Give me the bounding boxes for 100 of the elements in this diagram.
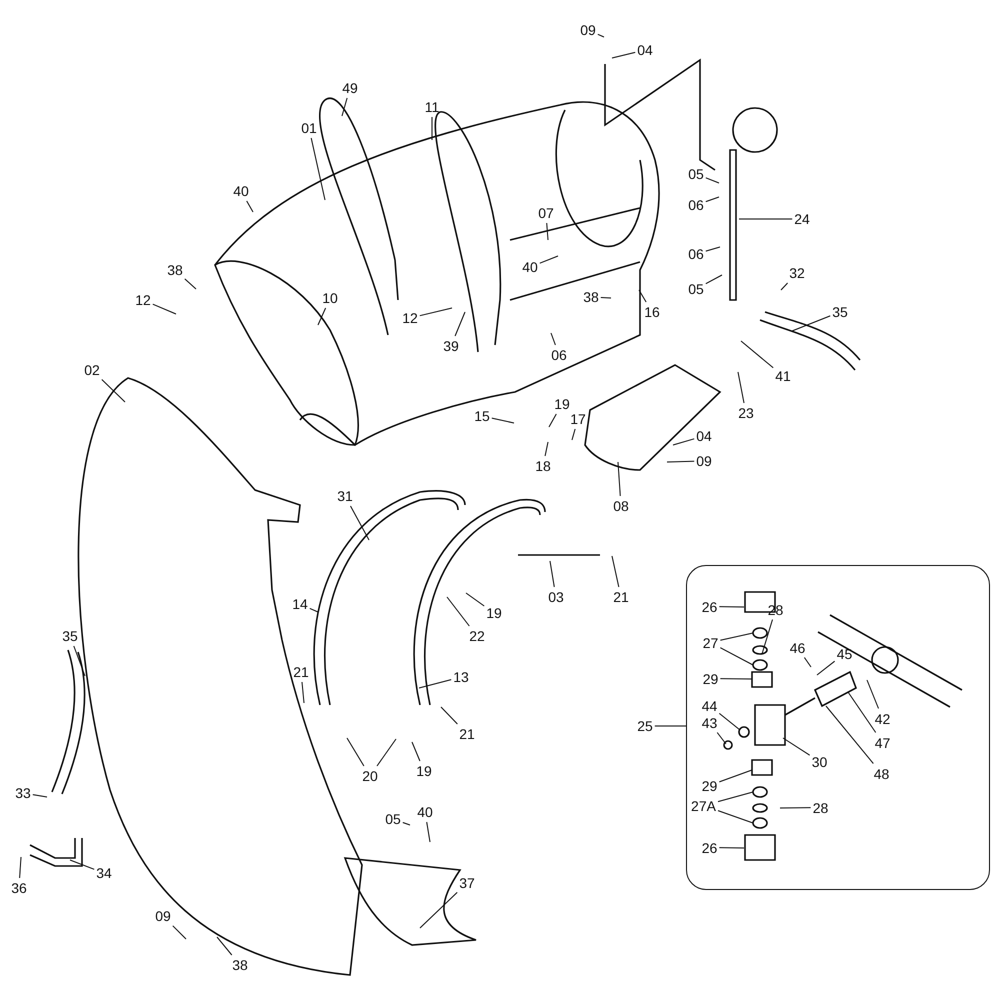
callout-number: 02 — [84, 362, 100, 378]
callout-number: 40 — [233, 183, 249, 199]
leader-line — [216, 936, 232, 956]
callout-number: 20 — [362, 768, 378, 784]
callout-number: 37 — [459, 875, 475, 891]
callout-number: 42 — [874, 710, 890, 726]
leader-line — [426, 822, 430, 842]
leader-line — [718, 770, 752, 782]
callout-number: 18 — [535, 458, 551, 474]
leader-line — [705, 177, 720, 184]
leader-line — [318, 308, 326, 326]
callout-number: 03 — [548, 589, 564, 605]
leader-line — [419, 308, 452, 316]
callout-number: 15 — [474, 408, 490, 424]
leader-line — [491, 418, 514, 424]
callout-number: 09 — [580, 22, 596, 38]
leader-line — [550, 332, 556, 346]
callout-number: 35 — [832, 304, 848, 320]
callout-number: 12 — [402, 310, 418, 326]
leader-line — [720, 678, 752, 680]
callout-number: 07 — [538, 205, 554, 221]
leader-line — [546, 222, 548, 240]
callout-number: 21 — [613, 589, 629, 605]
leader-line — [738, 218, 793, 220]
callout-number: 26 — [702, 598, 718, 614]
leader-line — [572, 428, 576, 440]
leader-line — [720, 647, 754, 666]
leader-line — [446, 596, 470, 626]
callout-number: 48 — [874, 766, 890, 782]
callout-number: 45 — [836, 646, 852, 662]
leader-line — [73, 646, 86, 676]
callout-number: 09 — [155, 908, 171, 924]
leader-line — [718, 606, 744, 608]
leader-line — [19, 856, 22, 878]
leader-line — [539, 256, 558, 264]
callout-number: 40 — [417, 804, 433, 820]
leader-line — [466, 592, 485, 606]
callout-number: 19 — [554, 396, 570, 412]
leader-line — [720, 632, 754, 641]
leader-line — [638, 290, 647, 302]
leader-line — [544, 442, 548, 456]
callout-number: 36 — [11, 880, 27, 896]
leader-line — [612, 52, 636, 58]
callout-number: 43 — [702, 714, 718, 730]
callout-number: 27A — [691, 798, 716, 814]
leader-line — [32, 794, 48, 798]
leader-line — [738, 372, 744, 404]
leader-line — [346, 738, 364, 766]
leader-line — [718, 712, 740, 730]
callout-number: 22 — [469, 628, 485, 644]
leader-line — [826, 706, 874, 764]
leader-line — [705, 196, 720, 202]
callout-number: 24 — [794, 211, 810, 227]
leader-line — [440, 706, 458, 724]
callout-number: 40 — [522, 259, 538, 275]
callout-number: 06 — [688, 197, 704, 213]
leader-line — [666, 460, 695, 462]
callout-number: 13 — [453, 669, 469, 685]
callout-number: 49 — [342, 80, 358, 96]
leader-line — [310, 138, 326, 200]
leader-line — [718, 810, 754, 824]
callout-number: 12 — [135, 292, 151, 308]
callout-number: 35 — [62, 628, 78, 644]
callout-number: 28 — [768, 602, 784, 618]
callout-number: 44 — [702, 698, 718, 714]
callout-number: 05 — [688, 281, 704, 297]
callout-number: 31 — [337, 488, 353, 504]
callout-number: 38 — [167, 262, 183, 278]
leader-line — [672, 438, 695, 446]
leader-line — [848, 692, 876, 733]
leader-line — [718, 847, 744, 848]
leader-line — [402, 822, 410, 826]
callout-number: 39 — [443, 338, 459, 354]
leader-line — [718, 792, 754, 802]
callout-number: 10 — [322, 290, 338, 306]
callout-number: 05 — [385, 811, 401, 827]
leader-line — [550, 560, 555, 588]
leader-line — [612, 556, 620, 588]
leader-line — [740, 340, 774, 368]
leader-line — [152, 304, 176, 314]
callout-number: 14 — [292, 596, 308, 612]
leader-line — [705, 246, 720, 252]
callout-number: 11 — [424, 99, 440, 115]
callout-number: 08 — [613, 498, 629, 514]
callout-number: 41 — [775, 368, 791, 384]
leader-line — [246, 200, 254, 212]
callout-number: 21 — [459, 726, 475, 742]
callout-number: 47 — [874, 734, 890, 750]
callout-number: 01 — [301, 120, 317, 136]
callout-number: 33 — [15, 785, 31, 801]
leader-line — [420, 892, 458, 928]
leader-line — [816, 660, 836, 676]
callout-number: 27 — [702, 634, 718, 650]
leader-line — [342, 98, 348, 116]
callout-number: 06 — [551, 347, 567, 363]
callout-number: 46 — [790, 640, 806, 656]
leader-line — [418, 679, 452, 688]
leader-line — [792, 315, 831, 332]
leader-line — [70, 860, 95, 870]
leader-line — [705, 274, 722, 284]
